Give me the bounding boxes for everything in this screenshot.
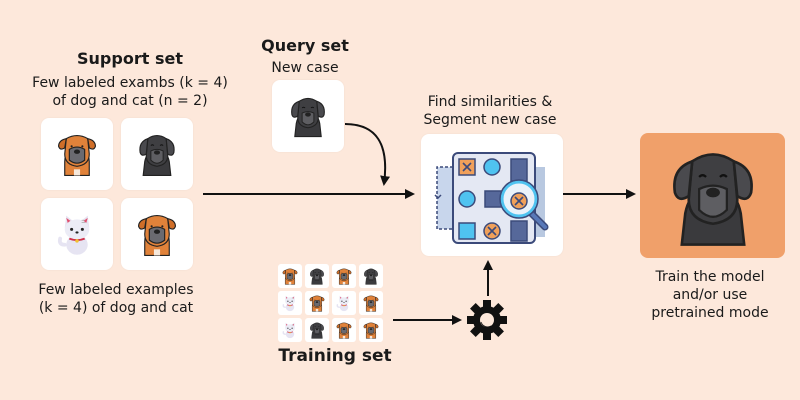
support-set-subtitle-1: Few labeled exambs (k = 4) bbox=[32, 75, 228, 91]
training-image bbox=[332, 264, 356, 288]
training-image bbox=[332, 291, 356, 315]
query-set-title: Query set bbox=[261, 36, 349, 55]
query-set-subtitle: New case bbox=[271, 60, 339, 76]
output-caption-3: pretrained mode bbox=[651, 305, 769, 321]
training-image bbox=[359, 291, 383, 315]
training-image bbox=[359, 318, 383, 342]
training-set-title: Training set bbox=[278, 346, 392, 366]
support-set-caption-1: Few labeled examples bbox=[38, 282, 194, 298]
training-image bbox=[305, 318, 329, 342]
training-image bbox=[305, 291, 329, 315]
arrow-query-to-main bbox=[344, 123, 391, 186]
segmentation-magnifier-icon bbox=[434, 152, 549, 244]
training-image bbox=[278, 318, 302, 342]
training-image bbox=[332, 318, 356, 342]
gear-icon bbox=[465, 298, 509, 342]
query-image bbox=[272, 80, 344, 152]
support-set-subtitle-2: of dog and cat (n = 2) bbox=[52, 93, 208, 109]
output-caption-2: and/or use bbox=[672, 287, 748, 303]
similarity-title-2: Segment new case bbox=[423, 112, 557, 128]
support-image-2 bbox=[121, 118, 193, 190]
training-image bbox=[305, 264, 329, 288]
support-image-3 bbox=[41, 198, 113, 270]
support-image-1 bbox=[41, 118, 113, 190]
training-set-grid bbox=[278, 264, 388, 348]
similarity-title-1: Find similarities & bbox=[427, 94, 553, 110]
similarity-panel bbox=[421, 134, 563, 256]
output-caption-1: Train the model bbox=[655, 269, 765, 285]
support-image-4 bbox=[121, 198, 193, 270]
training-image bbox=[278, 291, 302, 315]
support-set-caption-2: (k = 4) of dog and cat bbox=[38, 300, 194, 316]
support-set-title: Support set bbox=[77, 49, 183, 68]
training-image bbox=[359, 264, 383, 288]
training-image bbox=[278, 264, 302, 288]
output-panel bbox=[640, 133, 785, 258]
